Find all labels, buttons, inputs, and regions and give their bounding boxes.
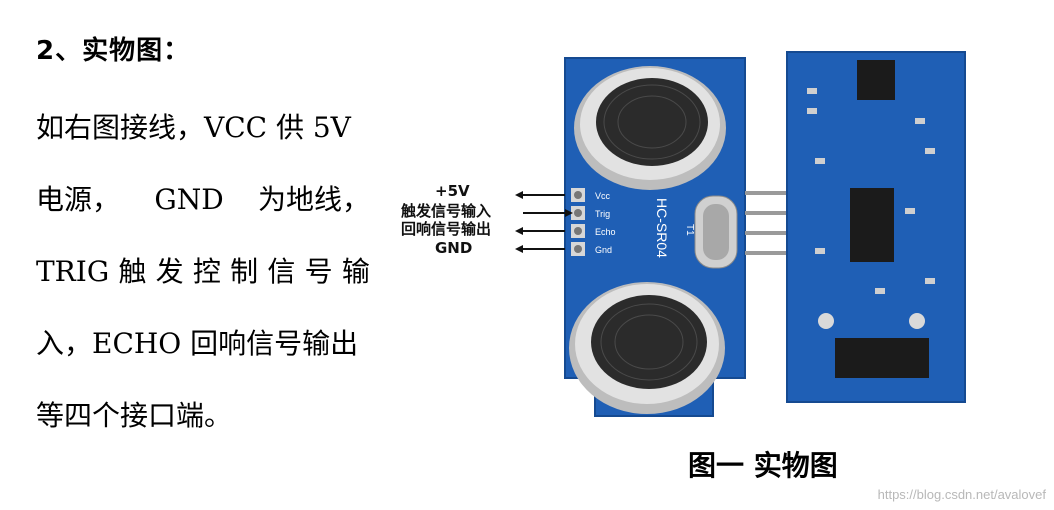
figure-caption: 图一 实物图: [688, 449, 838, 482]
watermark: https://blog.csdn.net/avalovef: [877, 487, 1046, 502]
pin-silk-gnd: Gnd: [595, 245, 612, 255]
paragraph-line-5: 等四个接口端。: [36, 399, 233, 432]
pin-silk-echo: Echo: [595, 227, 616, 237]
line3-part-1: TRIG: [36, 255, 110, 288]
line3-part-8: 输: [341, 255, 370, 288]
top-transducer: [574, 66, 726, 190]
line3-part-6: 信: [267, 255, 296, 288]
line3-part-7: 号: [304, 255, 333, 288]
pin-silk-vcc: Vcc: [595, 191, 611, 201]
pin-label-trigger-input: 触发信号输入: [401, 202, 491, 220]
paragraph-line-2: 电源， GND 为地线，: [36, 164, 370, 236]
pin-label-echo-output: 回响信号输出: [401, 220, 491, 238]
bottom-transducer: [569, 282, 725, 414]
line2-part-3: 为地线，: [257, 183, 370, 216]
line3-part-4: 控: [192, 255, 221, 288]
description-paragraph: 如右图接线，VCC 供 5V 电源， GND 为地线， TRIG 触 发 控 制…: [36, 92, 376, 452]
ultrasonic-module-photo: HC-SR04 T1 Vcc Trig Echo Gnd: [401, 51, 966, 417]
line3-part-2: 触: [118, 255, 147, 288]
model-silkscreen: HC-SR04: [654, 198, 670, 258]
pin-silk-trig: Trig: [595, 209, 610, 219]
line3-part-3: 发: [155, 255, 184, 288]
line2-part-2: GND: [154, 183, 224, 216]
pin-pads: [571, 188, 585, 256]
pin-label-gnd: GND: [435, 239, 472, 257]
pin-label-5v: +5V: [435, 182, 470, 200]
paragraph-line-1: 如右图接线，VCC 供 5V: [36, 111, 351, 144]
section-heading: 2、实物图：: [36, 36, 191, 66]
paragraph-line-4: 入，ECHO 回响信号输出: [36, 327, 359, 360]
pin-arrows: [515, 191, 573, 253]
line3-part-5: 制: [230, 255, 259, 288]
line2-part-1: 电源，: [36, 183, 121, 216]
paragraph-line-3: TRIG 触 发 控 制 信 号 输: [36, 236, 370, 308]
crystal-oscillator: [694, 195, 738, 269]
crystal-silkscreen: T1: [684, 224, 695, 236]
back-board: [786, 51, 966, 403]
